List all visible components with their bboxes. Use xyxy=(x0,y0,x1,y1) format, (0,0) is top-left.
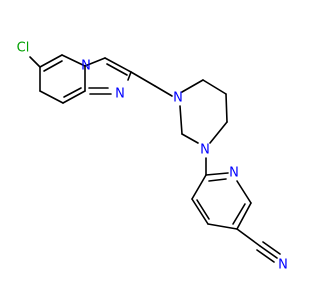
imidazole-nitrogen-label: N xyxy=(115,87,125,102)
bond xyxy=(84,57,106,67)
structure-svg: Cl N N N N N N xyxy=(17,41,288,273)
bonds xyxy=(29,54,281,263)
atom-labels: Cl N N N N N N xyxy=(17,41,288,273)
bond xyxy=(181,133,199,144)
chlorine-atom-label: Cl xyxy=(17,41,30,56)
bond xyxy=(236,228,261,247)
bond xyxy=(62,90,86,104)
bond xyxy=(127,71,132,81)
bond xyxy=(262,241,281,255)
bond xyxy=(63,87,82,98)
bond xyxy=(232,203,246,225)
bond xyxy=(39,90,64,104)
bond xyxy=(191,174,207,200)
bond xyxy=(196,199,210,220)
bond xyxy=(154,85,173,97)
bond xyxy=(191,198,209,225)
bond xyxy=(104,57,132,73)
bond xyxy=(202,79,227,95)
bond xyxy=(61,54,86,67)
bond xyxy=(256,249,275,263)
pyridine-nitrogen-label: N xyxy=(229,166,239,181)
bond xyxy=(207,223,238,230)
bond xyxy=(225,93,228,123)
molecule-diagram: Cl N N N N N N xyxy=(16,40,288,273)
bond xyxy=(181,79,204,93)
bond xyxy=(39,54,63,68)
bridgehead-nitrogen-label: N xyxy=(81,59,91,74)
bond xyxy=(205,172,229,176)
bond xyxy=(259,245,278,259)
bond xyxy=(43,60,63,72)
bond xyxy=(236,202,252,230)
bond xyxy=(130,71,156,87)
bond xyxy=(236,180,252,204)
nitrile-nitrogen-label: N xyxy=(278,258,288,273)
bond xyxy=(209,121,228,144)
piperazine-top-nitrogen-label: N xyxy=(173,91,183,106)
bond xyxy=(208,178,227,182)
bond xyxy=(179,105,183,135)
bond xyxy=(29,56,41,68)
bond xyxy=(106,63,128,76)
piperazine-bottom-nitrogen-label: N xyxy=(200,143,210,158)
